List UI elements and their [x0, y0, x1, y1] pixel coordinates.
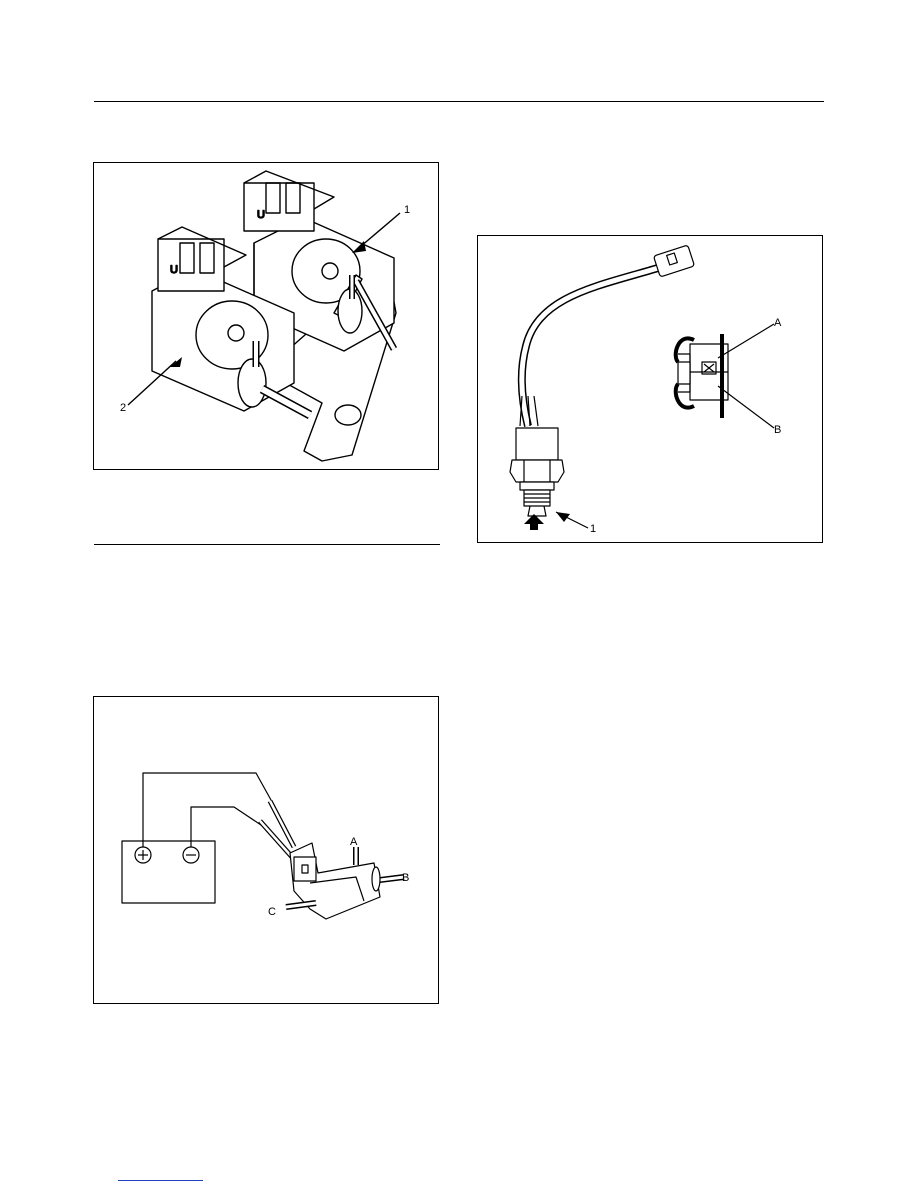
arrow-up-icon	[524, 514, 544, 530]
solenoid-test-drawing: A B C	[121, 772, 409, 920]
figure-solenoid-pair: U U 1	[93, 162, 439, 470]
figure-pressure-switch: A B 1	[477, 235, 823, 543]
pressure-switch-drawing: A B 1	[509, 245, 782, 535]
header-rule	[94, 101, 824, 102]
callout-b: B	[402, 872, 409, 884]
callout-a: A	[774, 317, 782, 329]
section-rule	[94, 544, 440, 545]
callout-1: 1	[404, 204, 410, 216]
callout-b: B	[774, 424, 781, 436]
svg-text:U: U	[257, 209, 265, 221]
figure-solenoid-test: A B C	[93, 696, 439, 1004]
solenoid-pair-drawing: U U 1	[120, 170, 410, 462]
callout-c: C	[268, 906, 276, 918]
callout-2: 2	[120, 402, 126, 414]
callout-1: 1	[590, 523, 596, 535]
footer-link-underline[interactable]	[118, 1180, 203, 1181]
svg-text:U: U	[170, 264, 178, 276]
callout-a: A	[350, 836, 358, 848]
